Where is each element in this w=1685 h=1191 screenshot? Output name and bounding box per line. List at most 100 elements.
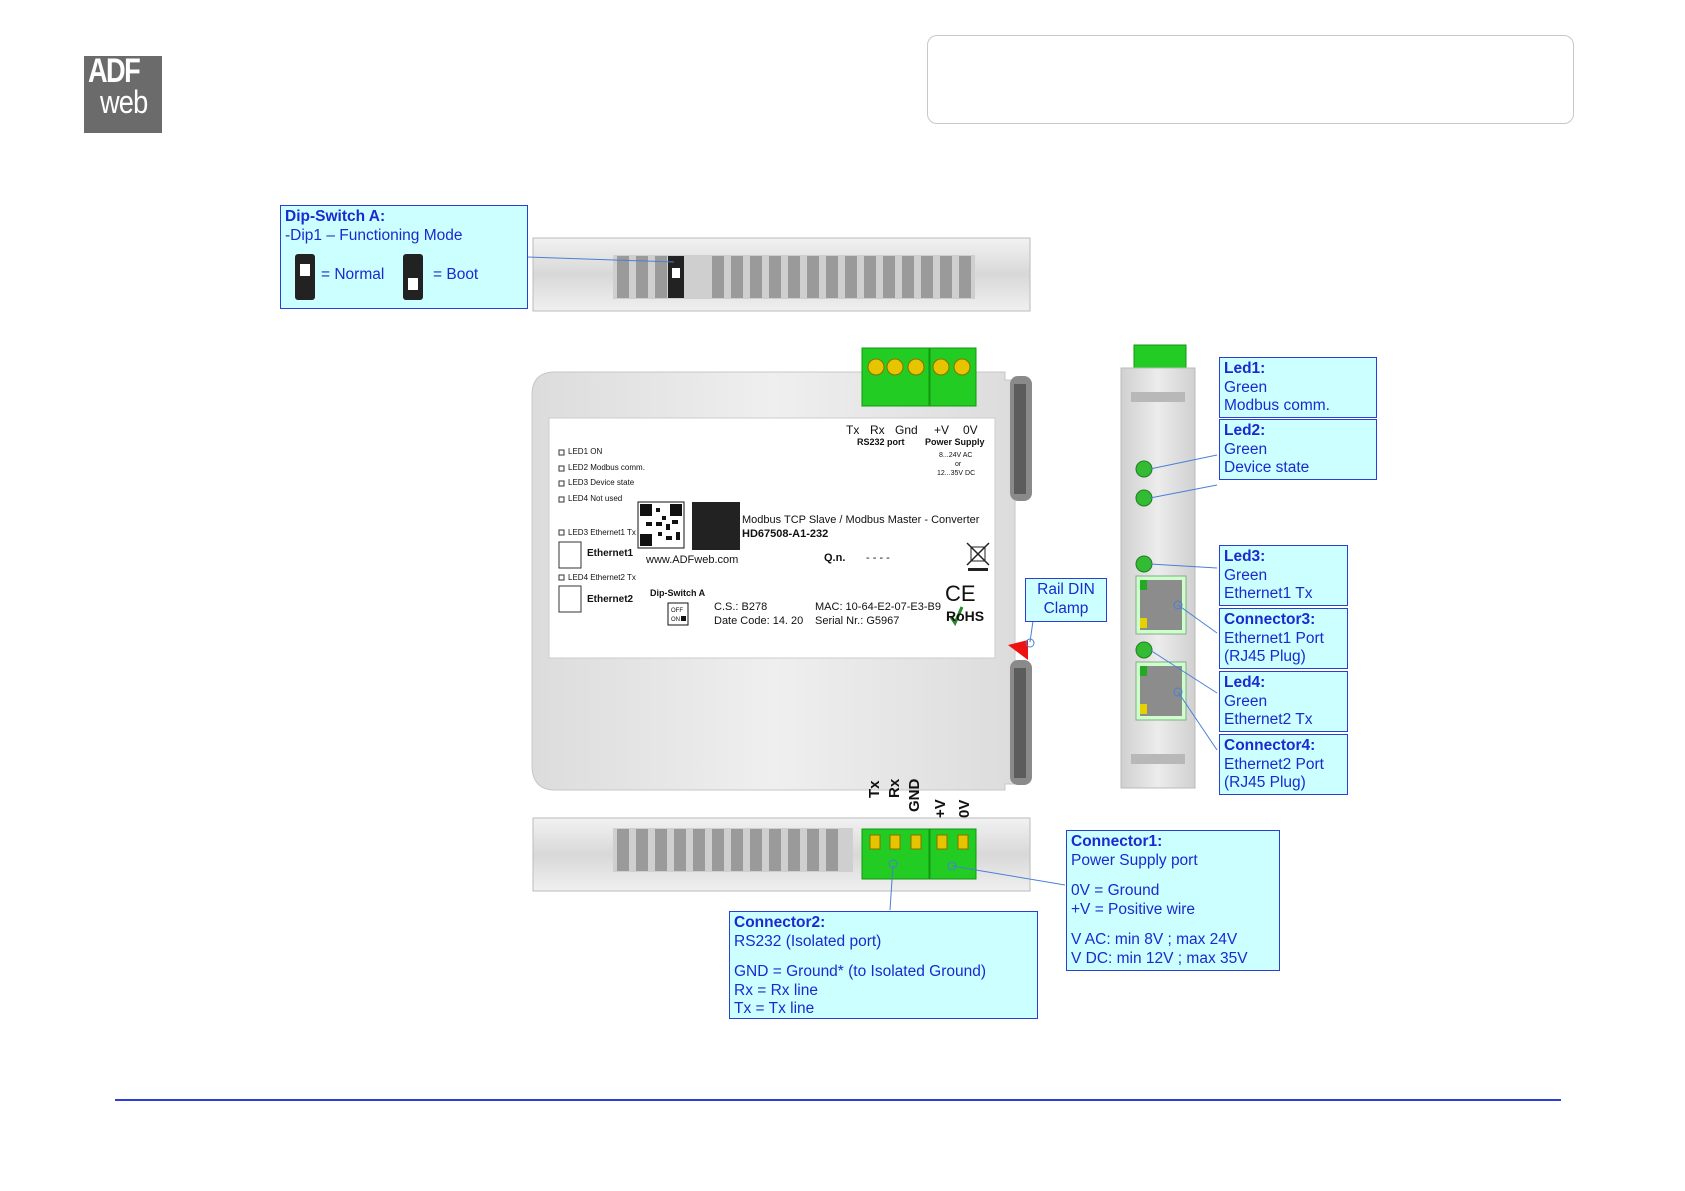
top-dip-switch [668,256,684,298]
label-ps-line1: 8...24V AC [939,452,973,459]
label-ethernet1: Ethernet1 [587,548,634,559]
label-date-code: Date Code: 14. 20 [714,615,804,627]
label-ps-line3: 12...35V DC [937,470,976,477]
label-ethernet2: Ethernet2 [587,594,634,605]
connector1-callout: Connector1: Power Supply port 0V = Groun… [1066,830,1280,971]
label-dip-off: OFF [671,608,683,614]
label-dip-on: ON [671,617,680,623]
label-led1: LED1 ON [568,447,603,456]
leader-lines [526,256,1218,911]
conn1-line4: V AC: min 8V ; max 24V [1071,931,1238,948]
rj45-port-2 [1135,661,1187,721]
bottom-vent-slots [617,829,838,871]
led4-line2: Ethernet2 Tx [1224,711,1313,728]
bottom-pin-rx: Rx [886,778,903,798]
front-top-connectors [861,347,977,407]
bottom-view [532,817,1031,892]
conn2-line3: Rx = Rx line [734,981,818,999]
rohs-check-icon [949,606,964,627]
label-serial: Serial Nr.: G5967 [815,615,900,627]
title-box [927,35,1574,124]
bottom-connectors [861,828,977,880]
label-led3: LED3 Device state [568,478,635,487]
conn3-line1: Ethernet1 Port [1224,629,1324,647]
conn1-title: Connector1: [1071,833,1163,850]
led2-title: Led2: [1224,422,1266,439]
led1-line2: Modbus comm. [1224,397,1330,414]
rail-line1: Rail DIN [1037,581,1095,598]
rail-line2: Clamp [1043,599,1089,617]
led3-indicator [1135,555,1153,573]
rohs-mark: RoHS [946,608,985,624]
led3-callout: Led3: Green Ethernet1 Tx [1219,545,1348,606]
conn4-title: Connector4: [1224,737,1316,754]
label-pin-rx: Rx [870,423,885,437]
connector4-callout: Connector4: Ethernet2 Port (RJ45 Plug) [1219,734,1348,795]
label-led2: LED2 Modbus comm. [568,463,645,472]
dip-normal-icon [295,254,315,300]
footer-divider [115,1099,1561,1101]
conn2-line1: RS232 (Isolated port) [734,932,882,950]
led4-indicator [1135,641,1153,659]
label-cs: C.S.: B278 [714,601,768,613]
led1-indicator [1135,460,1153,478]
led1-title: Led1: [1224,360,1266,377]
dip-callout-line1: -Dip1 – Functioning Mode [285,226,463,244]
led3-title: Led3: [1224,548,1266,565]
label-qn-value: - - - - [866,552,890,564]
label-rs232-port: RS232 port [857,437,905,447]
conn3-title: Connector3: [1224,611,1316,628]
adfweb-logo: ADF web [84,52,162,133]
top-vent-slots [617,256,971,298]
conn1-line1: Power Supply port [1071,851,1198,869]
conn1-line2: 0V = Ground [1071,882,1160,899]
conn2-line4: Tx = Tx line [734,1000,815,1017]
label-pin-tx: Tx [846,423,860,437]
label-led4: LED4 Not used [568,494,623,503]
label-mac: MAC: 10-64-E2-07-E3-B9 [815,601,941,613]
label-qn: Q.n. [824,552,846,564]
dip-normal-label: = Normal [321,266,385,283]
bottom-pin-tx: Tx [866,780,883,798]
conn4-line1: Ethernet2 Port [1224,755,1324,773]
label-dip-switch-a: Dip-Switch A [650,588,706,598]
led2-indicator [1135,489,1153,507]
led4-title: Led4: [1224,674,1266,691]
led4-line1: Green [1224,692,1268,710]
label-product-name: Modbus TCP Slave / Modbus Master - Conve… [742,514,980,526]
label-pin-v: +V [934,423,950,437]
top-view [532,237,1031,312]
rj45-port-1 [1135,575,1187,635]
dip-boot-label: = Boot [433,266,479,283]
led2-line2: Device state [1224,459,1310,476]
label-eth2-led: LED4 Ethernet2 Tx [568,573,636,582]
led1-callout: Led1: Green Modbus comm. [1219,357,1377,418]
connector2-callout: Connector2: RS232 (Isolated port) GND = … [729,911,1038,1019]
front-view [531,347,1032,791]
dip-switch-callout: Dip-Switch A: -Dip1 – Functioning Mode =… [280,205,528,309]
bottom-pin-0v: 0V [956,799,973,818]
conn1-line5: V DC: min 12V ; max 35V [1071,949,1248,967]
connector3-callout: Connector3: Ethernet1 Port (RJ45 Plug) [1219,608,1348,669]
led3-line1: Green [1224,566,1268,584]
conn4-line2: (RJ45 Plug) [1224,774,1306,791]
label-website: www.ADFweb.com [646,554,739,566]
logo-text-web: web [100,84,148,120]
led2-callout: Led2: Green Device state [1219,419,1377,480]
conn2-title: Connector2: [734,914,826,931]
label-ps-line2: or [955,461,962,468]
rail-din-callout: Rail DIN Clamp [1025,578,1107,622]
conn3-line2: (RJ45 Plug) [1224,648,1306,665]
bottom-pin-gnd: GND [906,778,923,812]
qr-code [637,501,685,549]
side-view [1120,344,1196,789]
logo-text-adf: ADF [88,52,141,90]
label-product-code: HD67508-A1-232 [742,528,829,540]
label-led-squares [558,449,565,581]
weee-icon [966,542,990,571]
bottom-pin-v: +V [932,799,949,818]
conn2-line2: GND = Ground* (to Isolated Ground) [734,963,986,980]
dip-callout-title: Dip-Switch A: [285,208,386,225]
label-eth1-led: LED3 Ethernet1 Tx [568,528,636,537]
